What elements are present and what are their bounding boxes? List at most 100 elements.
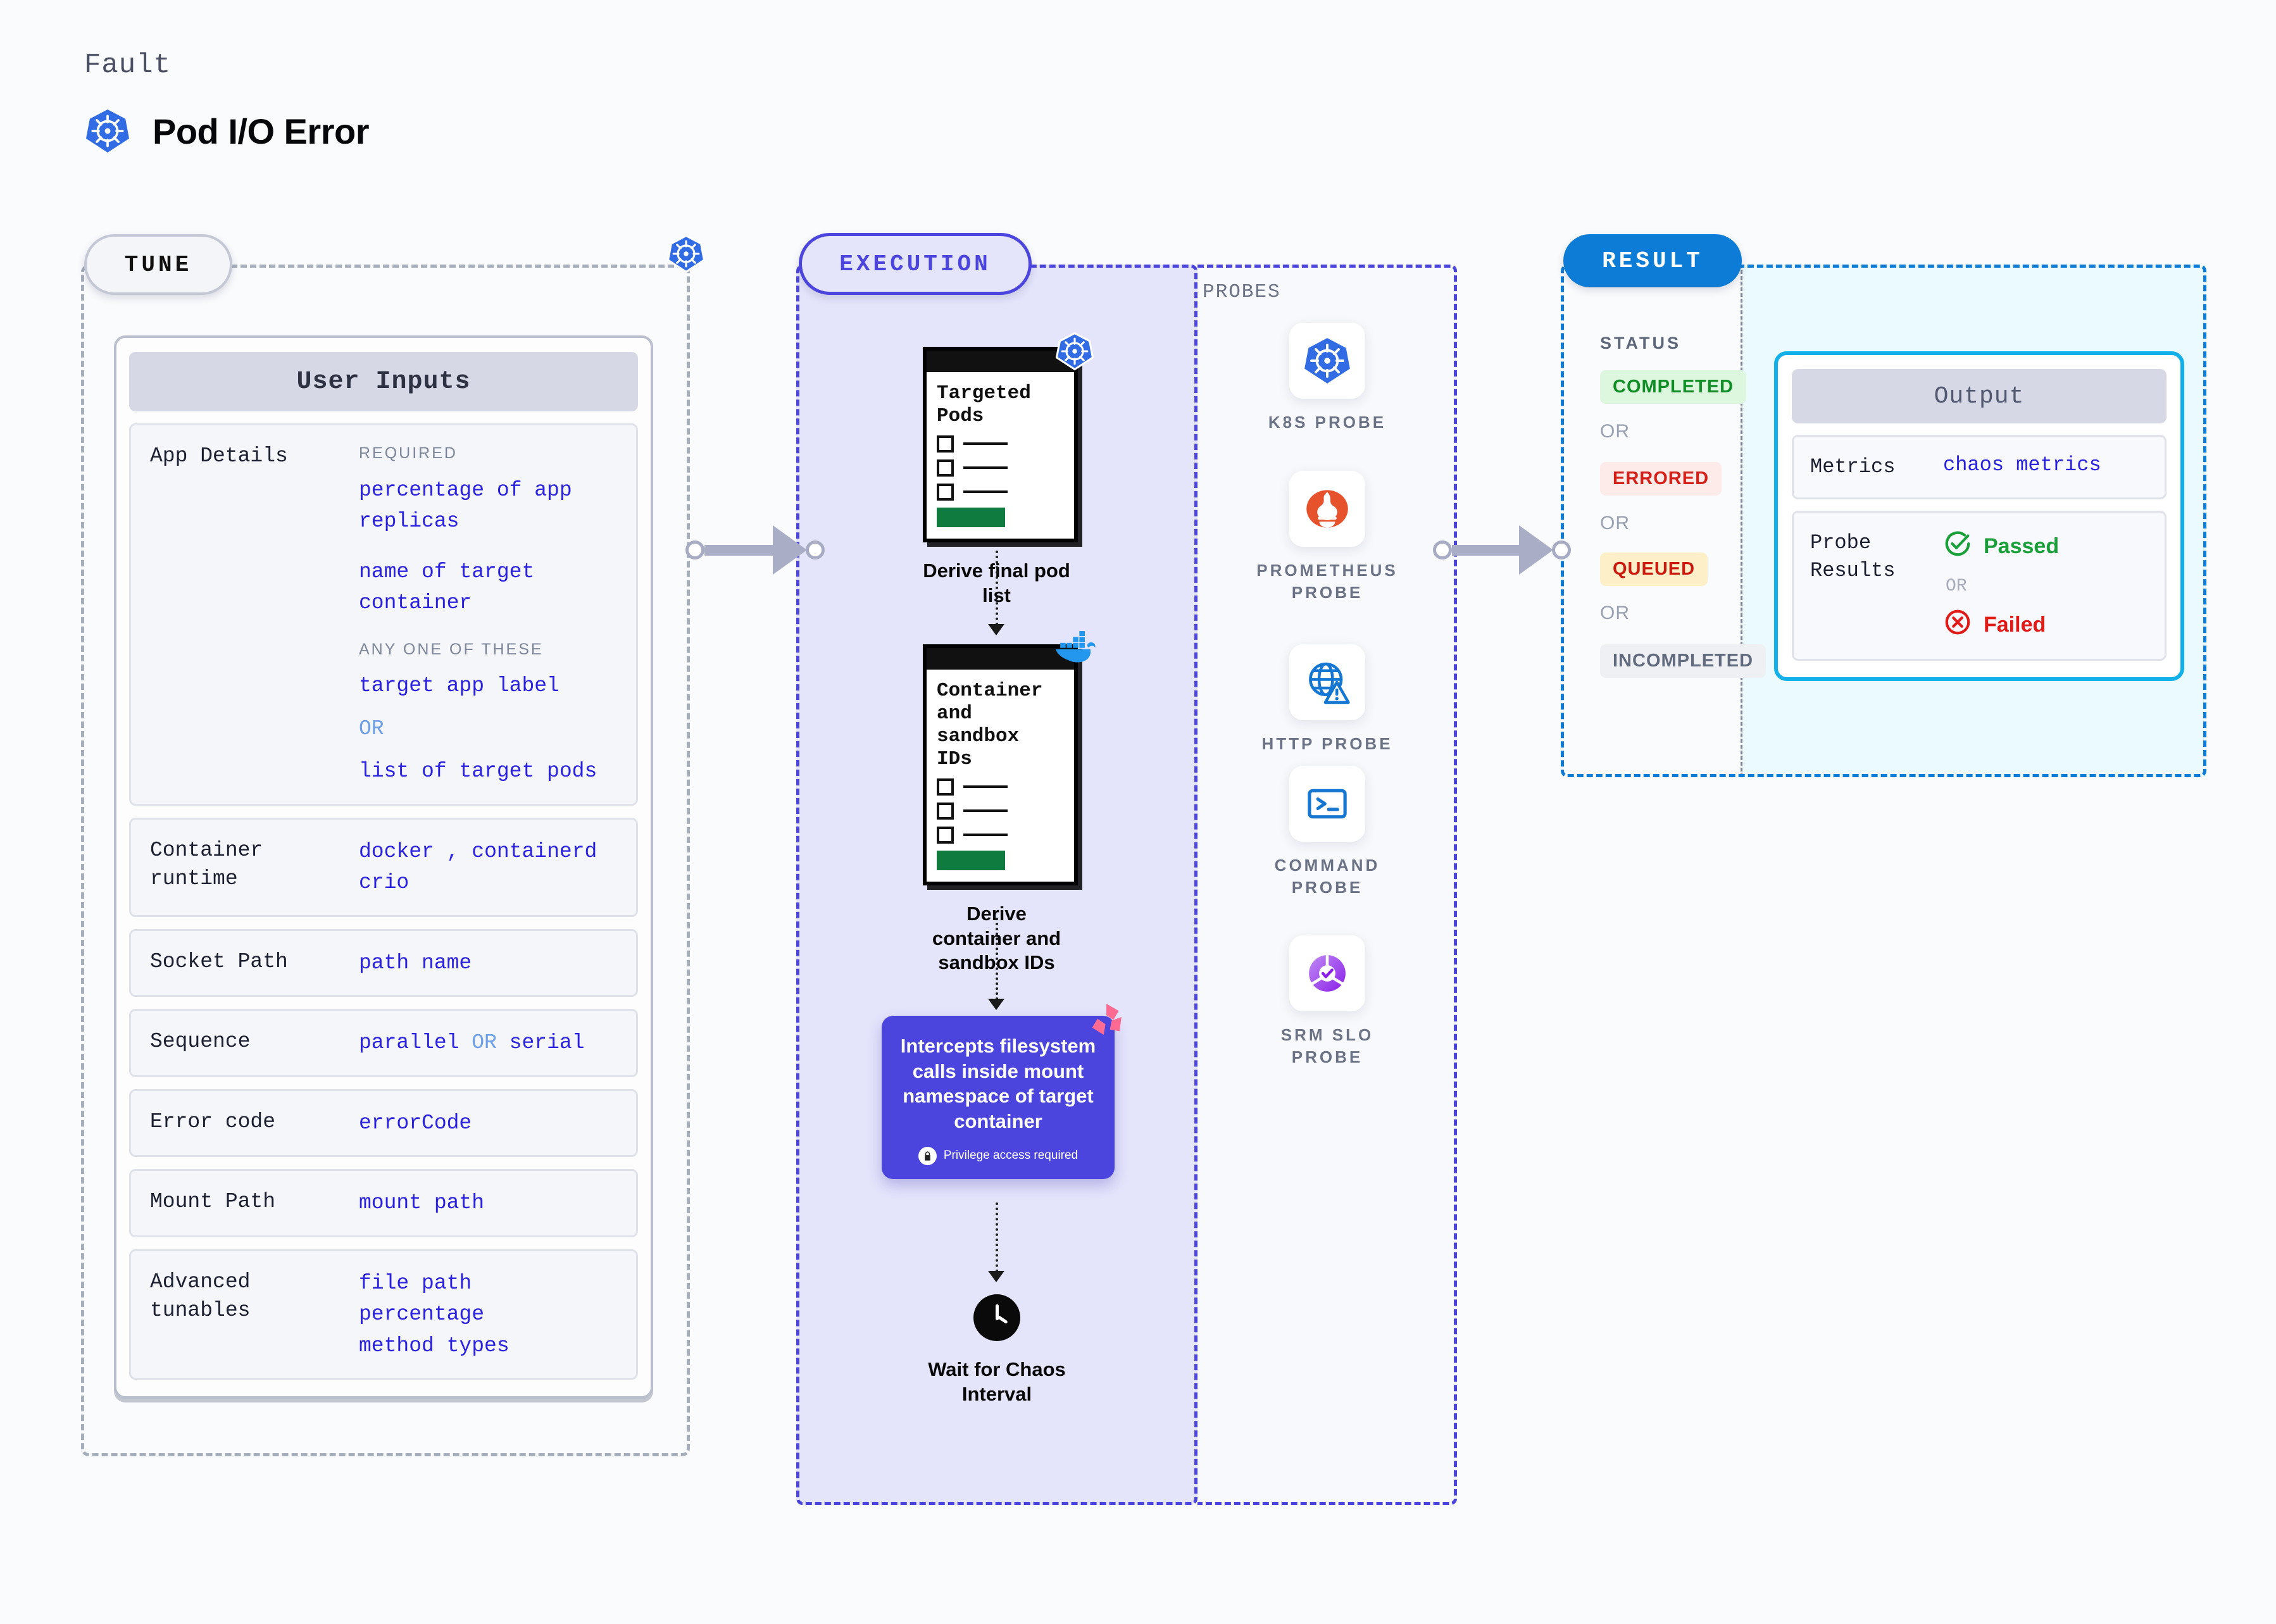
- litmuschaos-icon: [1084, 999, 1129, 1047]
- list-line: [963, 490, 1008, 494]
- probe-result-passed: Passed: [1943, 529, 2152, 564]
- probe-label-k8s: K8S PROBE: [1268, 413, 1387, 432]
- user-inputs-header: User Inputs: [129, 352, 638, 411]
- status-or-1: OR: [1600, 421, 1630, 442]
- kubernetes-icon: [1289, 323, 1365, 399]
- output-label-probe-results: Probe Results: [1810, 529, 1943, 642]
- probe-label-line1: COMMAND: [1274, 856, 1380, 875]
- probe-prometheus[interactable]: PROMETHEUS PROBE: [1245, 471, 1410, 604]
- value-target-container-1: name of target: [359, 559, 535, 584]
- status-or-2: OR: [1600, 513, 1630, 534]
- connector-start-dot: [1433, 540, 1452, 559]
- list-line: [963, 834, 1008, 837]
- value-or-separator: OR: [359, 716, 384, 740]
- probe-srm-slo[interactable]: SRM SLO PROBE: [1245, 935, 1410, 1068]
- status-badge-queued: QUEUED: [1600, 553, 1708, 586]
- status-badge-errored: ERRORED: [1600, 462, 1722, 496]
- value-socket-path: path name: [359, 951, 472, 975]
- probe-label-command: COMMAND PROBE: [1245, 854, 1410, 899]
- value-mount-path: mount path: [359, 1191, 485, 1215]
- connector-bar: [1452, 544, 1520, 556]
- connector-arrowhead: [773, 525, 807, 575]
- output-label-line2: Results: [1810, 559, 1896, 583]
- probe-result-failed-label: Failed: [1984, 613, 2046, 637]
- row-label-sequence: Sequence: [150, 1030, 251, 1053]
- checklist: [937, 778, 1064, 870]
- http-globe-warning-icon: [1289, 644, 1365, 720]
- dotted-connector: [996, 1202, 998, 1272]
- value-runtime-comma: ,: [446, 839, 460, 863]
- kubernetes-icon: [84, 108, 131, 154]
- output-row-probe-results[interactable]: Probe Results Passed OR: [1792, 511, 2167, 661]
- value-error-code: errorCode: [359, 1111, 472, 1135]
- row-label-mount-path: Mount Path: [150, 1190, 276, 1213]
- output-label-metrics: Metrics: [1810, 455, 1896, 478]
- result-tag[interactable]: RESULT: [1563, 234, 1742, 287]
- probe-label-srm-slo: SRM SLO PROBE: [1245, 1024, 1410, 1068]
- probe-command[interactable]: COMMAND PROBE: [1245, 766, 1410, 899]
- list-line: [963, 442, 1008, 446]
- connector-end-dot: [1552, 540, 1571, 559]
- kubernetes-icon: [666, 234, 706, 277]
- checkbox-icon: [937, 483, 954, 501]
- row-label-error-code: Error code: [150, 1109, 276, 1134]
- output-value-metrics: chaos metrics: [1943, 453, 2101, 477]
- connector-arrowhead: [1519, 525, 1553, 575]
- row-label-socket-path: Socket Path: [150, 949, 288, 973]
- probe-k8s[interactable]: K8S PROBE: [1245, 323, 1410, 434]
- input-row-mount-path[interactable]: Mount Path mount path: [129, 1169, 638, 1237]
- probes-title: PROBES: [1203, 281, 1281, 303]
- value-adv-file-path: file path: [359, 1271, 472, 1295]
- dotted-connector-arrow: [988, 624, 1004, 635]
- value-sequence-parallel: parallel: [359, 1031, 460, 1054]
- status-badge-completed: COMPLETED: [1600, 370, 1747, 404]
- status-or-3: OR: [1600, 603, 1630, 623]
- kubernetes-icon: [1055, 332, 1094, 374]
- output-header: Output: [1792, 369, 2167, 423]
- dotted-connector-arrow: [988, 999, 1004, 1010]
- connector-bar: [704, 544, 774, 556]
- fault-title-row: Pod I/O Error: [84, 108, 370, 154]
- probe-label-prometheus: PROMETHEUS PROBE: [1245, 559, 1410, 604]
- list-line: [963, 785, 1008, 789]
- probe-result-or: OR: [1946, 577, 1967, 597]
- input-row-socket-path[interactable]: Socket Path path name: [129, 928, 638, 997]
- progress-bar: [937, 507, 1005, 527]
- value-adv-method-types: method types: [359, 1334, 510, 1358]
- close-circle-icon: [1943, 608, 1972, 642]
- tune-panel: [81, 265, 690, 1456]
- value-adv-percentage: percentage: [359, 1302, 485, 1326]
- probe-result-passed-label: Passed: [1984, 534, 2060, 559]
- input-row-app-details[interactable]: App Details REQUIRED percentage of app r…: [129, 423, 638, 806]
- connector-start-dot: [685, 540, 704, 559]
- fault-eyebrow-label: Fault: [84, 49, 172, 81]
- dotted-connector-arrow: [988, 1271, 1004, 1282]
- input-row-error-code[interactable]: Error code errorCode: [129, 1089, 638, 1157]
- checkbox-icon: [937, 826, 954, 844]
- probe-label-line2: PROBE: [1291, 1047, 1363, 1067]
- checkbox-icon: [937, 459, 954, 477]
- output-row-metrics[interactable]: Metrics chaos metrics: [1792, 435, 2167, 500]
- caption-any-one-of-these: ANY ONE OF THESE: [359, 640, 544, 658]
- tune-tag[interactable]: TUNE: [84, 234, 232, 295]
- probe-http[interactable]: HTTP PROBE: [1245, 644, 1410, 755]
- connector-end-dot: [806, 540, 825, 559]
- connector-tune-to-execution: [685, 525, 825, 575]
- execution-tag[interactable]: EXECUTION: [799, 233, 1032, 295]
- clock-icon: [973, 1294, 1020, 1341]
- privilege-note: Privilege access required: [896, 1146, 1101, 1165]
- result-status-column: [1561, 265, 1742, 777]
- input-row-sequence[interactable]: Sequence parallel OR serial: [129, 1009, 638, 1077]
- value-runtime-docker: docker: [359, 839, 434, 863]
- probe-result-failed: Failed: [1943, 608, 2152, 642]
- card-title-bar: [927, 648, 1074, 670]
